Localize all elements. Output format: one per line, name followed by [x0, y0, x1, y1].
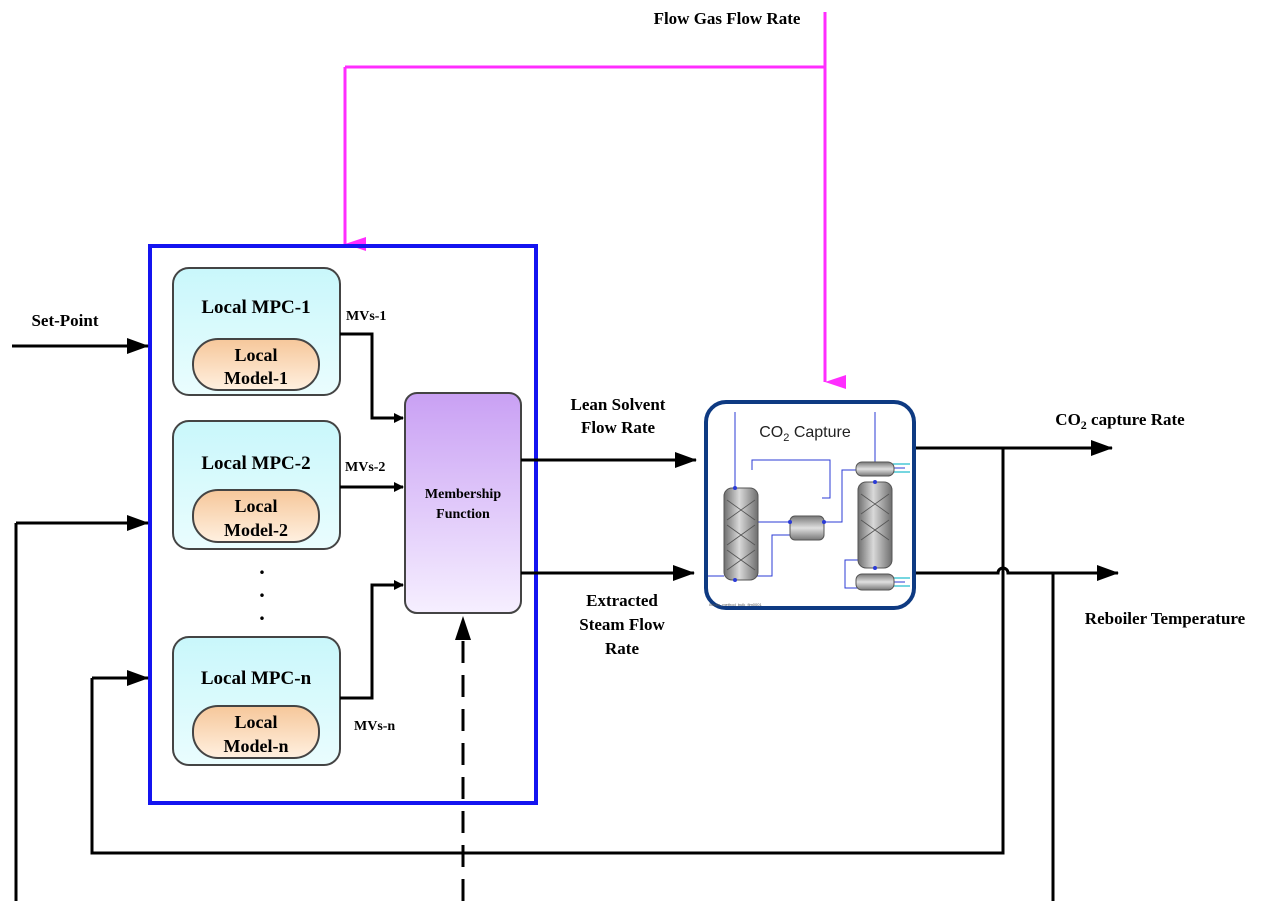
local-mpc-n[interactable]: Local MPC-n Local Model-n: [172, 636, 341, 766]
co2-capture-plant[interactable]: CO2 Capture: [704, 400, 916, 610]
ellipsis-dot: .: [259, 554, 265, 579]
mvs-n-label: MVs-n: [354, 719, 395, 734]
local-mpc-1[interactable]: Local MPC-1 Local Model-1: [172, 267, 341, 396]
mvs-1-label: MVs-1: [346, 309, 386, 324]
local-model-2[interactable]: [192, 489, 320, 543]
mpc-title: Local MPC-2: [201, 453, 310, 474]
model-label-line2: Model-2: [224, 520, 288, 540]
flow-gas-label: Flow Gas Flow Rate: [654, 9, 801, 28]
extracted-label-line3: Rate: [605, 639, 639, 658]
extracted-label-line1: Extracted: [586, 591, 658, 610]
controller-frame: [148, 244, 538, 805]
plant-title: CO2 Capture: [759, 424, 851, 444]
local-model-1[interactable]: [192, 338, 320, 391]
reboiler-temperature-arrow: [916, 565, 1119, 581]
reboiler-temperature-feedback: [14, 515, 1055, 901]
membership-label-line2: Function: [436, 507, 490, 522]
co2-rate-feedback: [90, 448, 1005, 855]
mvs-2-label: MVs-2: [345, 460, 385, 475]
lean-solvent-label-line2: Flow Rate: [581, 418, 656, 437]
ellipsis-dot: .: [259, 577, 265, 602]
ellipsis-dots: . . .: [259, 554, 265, 625]
model-label-line1: Local: [235, 496, 278, 516]
model-label-line1: Local: [235, 345, 278, 365]
lean-solvent-label-line1: Lean Solvent: [571, 395, 666, 414]
membership-function-block[interactable]: Membership Function: [404, 392, 522, 614]
local-mpc-2[interactable]: Local MPC-2 Local Model-2: [172, 420, 341, 550]
model-label-line2: Model-1: [224, 368, 288, 388]
mpc-title: Local MPC-n: [201, 668, 312, 689]
co2-capture-rate-label: CO2 capture Rate: [1055, 410, 1185, 432]
membership-label-line1: Membership: [425, 487, 501, 502]
model-label-line1: Local: [235, 712, 278, 732]
extracted-label-line2: Steam Flow: [579, 615, 665, 634]
scheduling-signal-dashed: [455, 616, 471, 901]
ellipsis-dot: .: [259, 600, 265, 625]
set-point-label: Set-Point: [31, 311, 98, 330]
reboiler-temperature-label: Reboiler Temperature: [1085, 609, 1246, 628]
model-label-line2: Model-n: [224, 736, 289, 756]
local-model-n[interactable]: [192, 705, 320, 759]
mv-connections: [340, 332, 404, 700]
plant-tiny-caption: Illinois_method_bulk_flm0001: [709, 602, 762, 607]
flow-gas-signal: [343, 12, 846, 389]
mpc-title: Local MPC-1: [201, 297, 310, 318]
